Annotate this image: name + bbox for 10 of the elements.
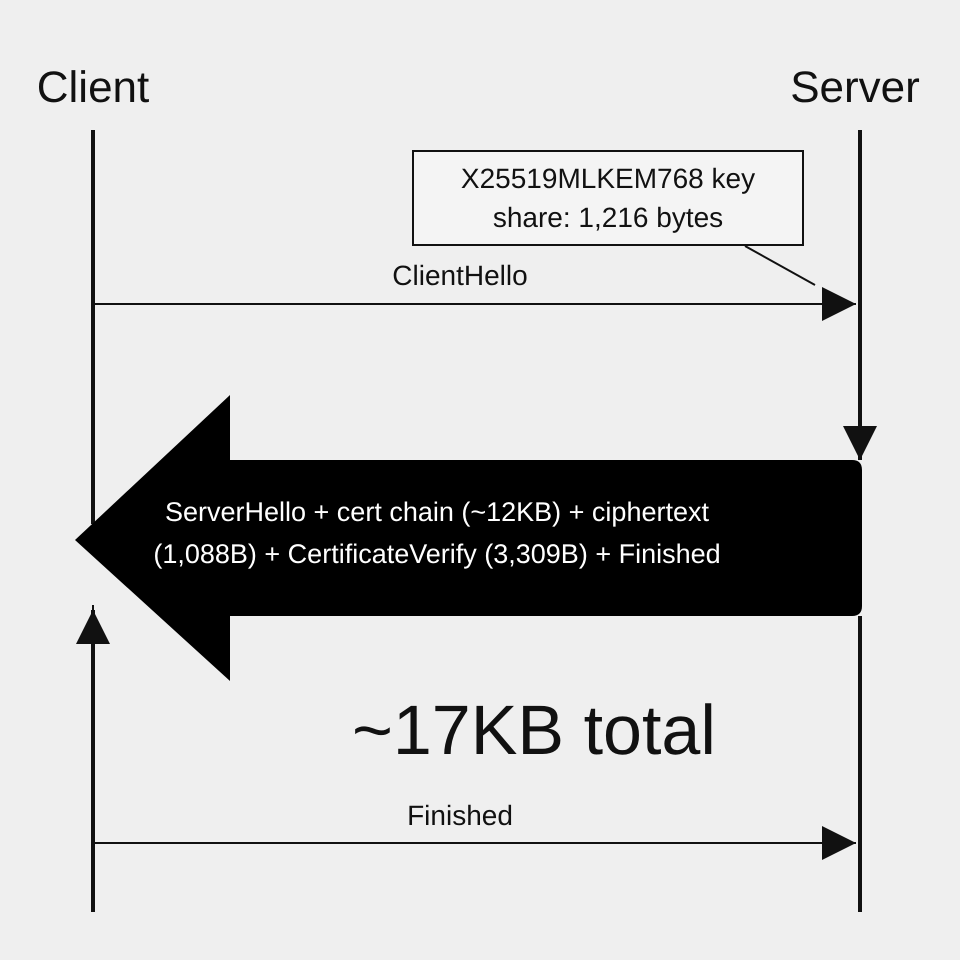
leader-line <box>744 245 816 286</box>
lifeline <box>843 130 877 460</box>
callout-text: X25519MLKEM768 key share: 1,216 bytes <box>460 162 756 235</box>
lifeline <box>91 130 95 524</box>
participant-label: Client <box>36 63 150 113</box>
participant-label: Server <box>790 63 920 113</box>
lifeline <box>858 616 862 912</box>
lifeline <box>76 610 110 912</box>
message-text: ServerHello + cert chain (~12KB) + ciphertext (1,088B) + CertificateVerify (3,309B) + Finished <box>152 496 722 571</box>
total-size-label: ~17KB total <box>352 690 716 770</box>
